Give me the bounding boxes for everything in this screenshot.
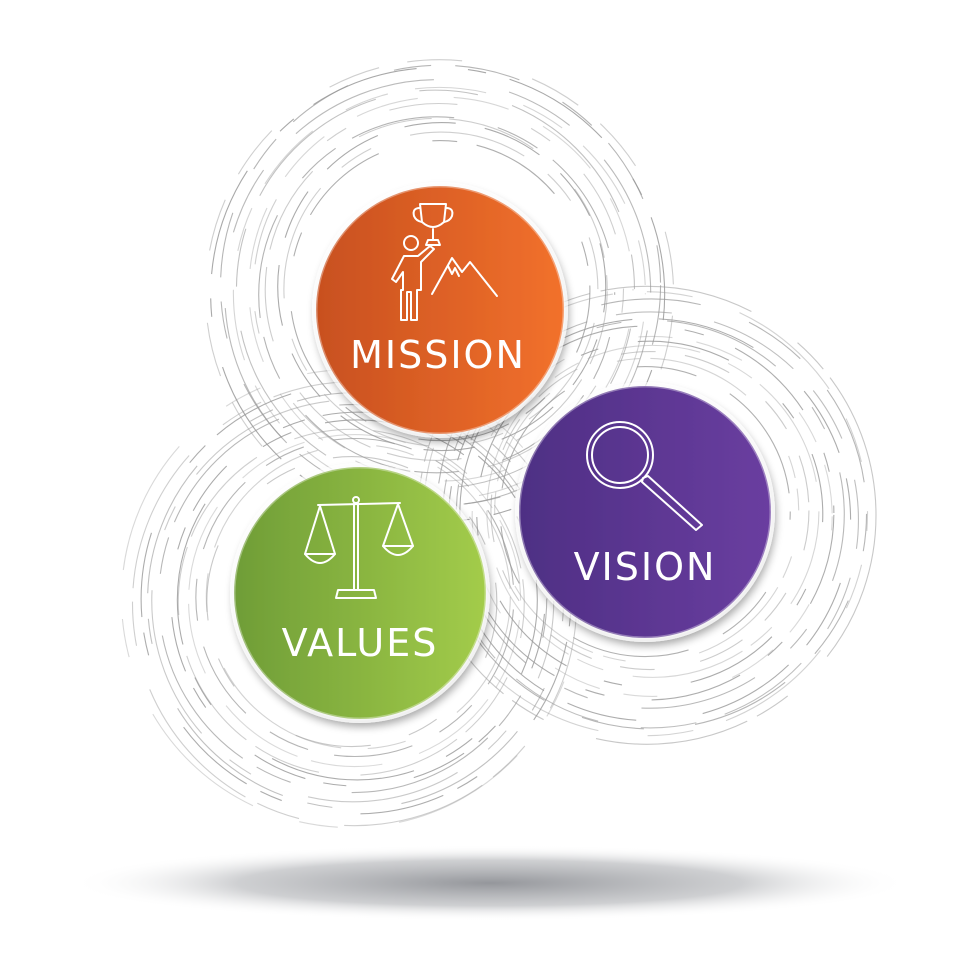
ring-arc [219, 64, 662, 506]
ring-arc [277, 122, 607, 452]
ring-arc [195, 437, 515, 758]
vision-circle [517, 384, 773, 640]
ring-arc [158, 403, 548, 794]
ring-arc [494, 357, 800, 663]
ring-arc [455, 319, 845, 709]
mission-node [312, 182, 568, 438]
ring-arc [235, 89, 636, 489]
ring-arc [476, 340, 824, 688]
magnifier-icon [586, 421, 703, 531]
mission-circle [314, 184, 566, 436]
ring-arc [499, 365, 791, 658]
values-node [230, 463, 490, 723]
ring-arc [417, 285, 877, 745]
mission-label: MISSION [350, 333, 526, 377]
ring-arc [176, 419, 538, 781]
values-circle [232, 465, 488, 721]
ring-arc [248, 96, 634, 482]
vision-label: VISION [574, 545, 717, 589]
vision-node [515, 382, 775, 642]
ring-arc [486, 344, 820, 678]
ring-arc [206, 456, 498, 748]
ring-arc [289, 140, 591, 442]
ring-arc [471, 335, 833, 697]
ring-arc [283, 131, 599, 447]
ring-arc [258, 116, 616, 474]
ring-arc [177, 428, 525, 776]
trophy-mountain-icon [391, 203, 498, 321]
ring-arc [435, 298, 868, 730]
ring-arc [252, 102, 625, 475]
ring-arc [205, 444, 511, 750]
values-label: VALUES [282, 621, 439, 665]
ring-arc [224, 79, 652, 507]
ring-arc [170, 411, 546, 787]
background-rings [120, 59, 877, 829]
ring-arc [490, 350, 810, 671]
ring-arc [188, 433, 522, 768]
balance-scale-icon [304, 496, 414, 599]
floor-shadow [70, 845, 910, 921]
